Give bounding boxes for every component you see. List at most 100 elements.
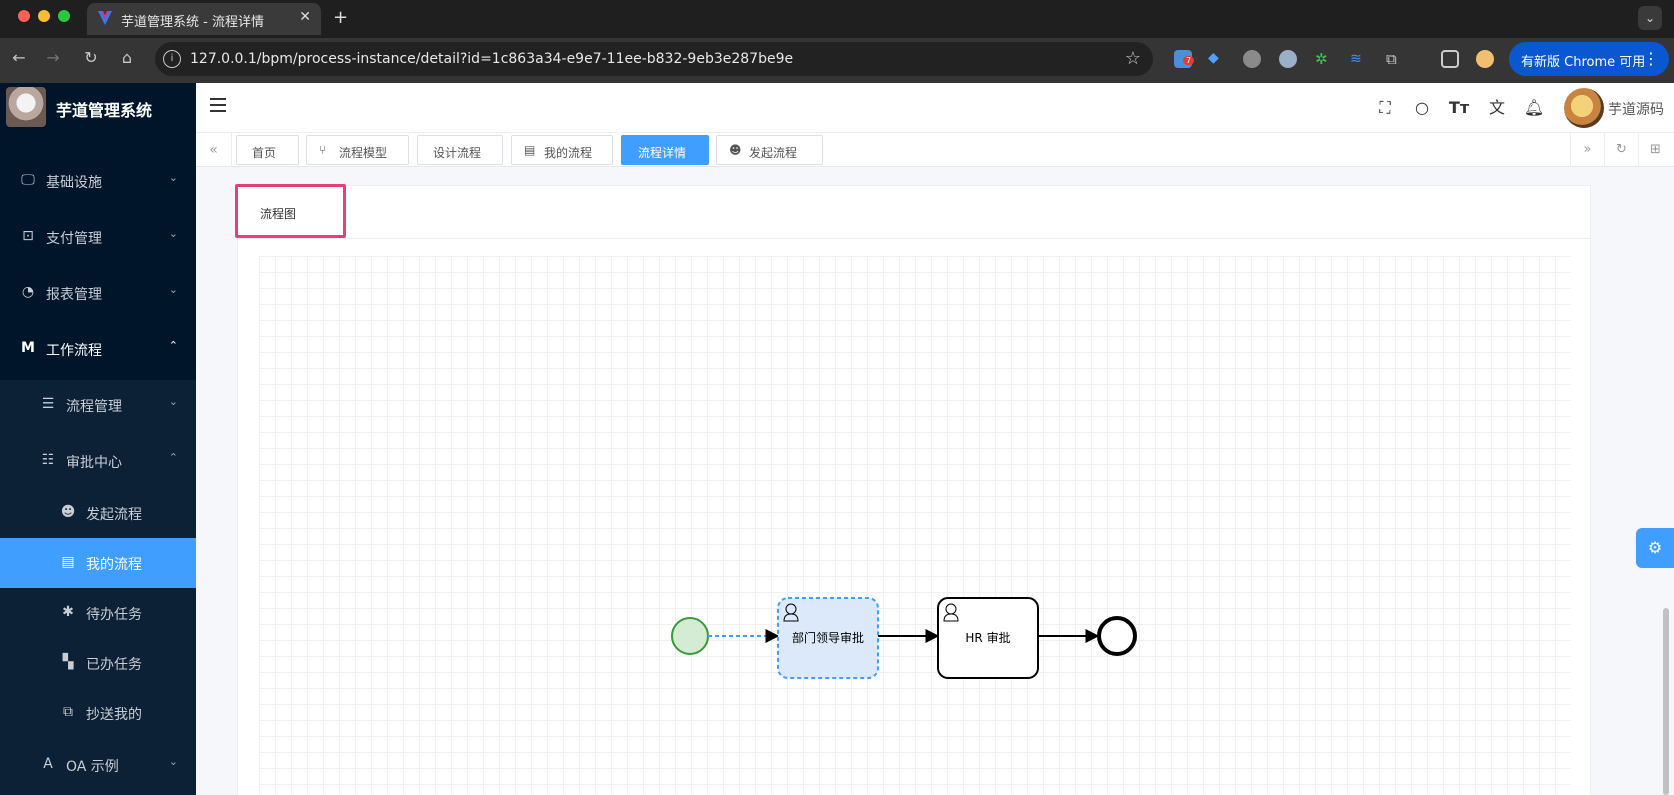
gear-extension-icon[interactable]: ✲ xyxy=(1315,50,1328,68)
user-task-icon xyxy=(783,603,799,622)
user-task-dept-leader[interactable] xyxy=(777,597,879,679)
layers-extension-icon[interactable]: ≋ xyxy=(1350,51,1362,67)
chevron-down-icon: ⌄ xyxy=(168,755,178,768)
copy-icon: ⧉ xyxy=(63,704,73,720)
sidebar: 芋道管理系统 🖵 基础设施 ⌄ ⊡ 支付管理 ⌄ ◔ 报表管理 ⌄ M 工作流程… xyxy=(0,83,196,795)
menu-item-todo[interactable]: ✱ 待办任务 xyxy=(0,588,196,638)
user-task-hr[interactable] xyxy=(937,597,1039,679)
pie-chart-icon: ◔ xyxy=(21,284,35,300)
chevron-down-icon: ⌄ xyxy=(168,283,178,296)
font-size-icon[interactable]: Tт xyxy=(1448,98,1470,117)
checker-icon: ▚ xyxy=(62,654,74,670)
smile-icon: ☻ xyxy=(60,504,76,520)
side-panel-icon[interactable] xyxy=(1441,50,1459,68)
start-event[interactable] xyxy=(671,617,709,655)
reload-icon[interactable]: ↻ xyxy=(84,48,98,67)
menu-item-report[interactable]: ◔ 报表管理 ⌄ xyxy=(0,267,196,319)
home-icon[interactable]: ⌂ xyxy=(121,48,133,67)
menu-label: 支付管理 xyxy=(46,231,102,247)
avatar[interactable] xyxy=(1564,88,1604,128)
highlight-annotation-box xyxy=(235,184,346,238)
menu-item-done[interactable]: ▚ 已办任务 xyxy=(0,638,196,688)
menu-item-approval-center[interactable]: ☷ 审批中心 ⌃ xyxy=(0,435,196,487)
menu-item-cc[interactable]: ⧉ 抄送我的 xyxy=(0,688,196,738)
user-name[interactable]: 芋道源码 xyxy=(1608,102,1664,118)
card-header: 流程图 xyxy=(238,186,1590,239)
tag-process-detail[interactable]: 流程详情 xyxy=(621,135,709,165)
grid-menu-icon[interactable]: ⊞ xyxy=(1638,133,1672,167)
process-diagram-card: 流程图 部门领导审批 xyxy=(237,185,1591,795)
profile-avatar-icon[interactable] xyxy=(1476,50,1494,68)
chevron-up-icon: ⌃ xyxy=(168,451,178,464)
model-icon: ⑂ xyxy=(319,143,327,157)
menu-label: 工作流程 xyxy=(46,343,102,359)
menu-label: 已办任务 xyxy=(86,657,142,673)
menu-label: 待办任务 xyxy=(86,607,142,623)
maximize-window-button[interactable] xyxy=(58,10,70,22)
scroll-right-icon[interactable]: » xyxy=(1570,133,1604,167)
forward-icon[interactable]: → xyxy=(46,48,60,67)
tag-start-process[interactable]: ☻ 发起流程 xyxy=(716,135,823,165)
tag-home[interactable]: 首页 xyxy=(236,135,299,165)
menu-item-pay[interactable]: ⊡ 支付管理 ⌄ xyxy=(0,211,196,263)
app-logo xyxy=(6,87,46,127)
bpmn-canvas[interactable]: 部门领导审批 HR 审批 xyxy=(259,256,1571,795)
puzzle-icon[interactable]: ⧉ xyxy=(1386,50,1397,68)
circle-extension-icon[interactable] xyxy=(1279,50,1297,68)
tag-process-model[interactable]: ⑂ 流程模型 xyxy=(306,135,409,165)
bell-icon[interactable]: 🔔︎ xyxy=(1523,98,1545,117)
vue-logo-icon xyxy=(98,11,112,25)
extension-badge: 7 xyxy=(1183,56,1195,65)
chrome-update-button[interactable]: 有新版 Chrome 可用 ⋮ xyxy=(1509,42,1669,76)
tag-label: 流程模型 xyxy=(339,146,388,160)
address-url[interactable]: 127.0.0.1/bpm/process-instance/detail?id… xyxy=(190,51,794,67)
browser-tab[interactable]: 芋道管理系统 - 流程详情 ✕ xyxy=(87,3,321,35)
menu-item-infra[interactable]: 🖵 基础设施 ⌄ xyxy=(0,155,196,207)
task-label-hr: HR 审批 xyxy=(965,630,1010,645)
tag-design-process[interactable]: 设计流程 xyxy=(417,135,503,165)
book-icon: ▤ xyxy=(524,143,536,157)
scrollbar[interactable] xyxy=(1663,608,1669,795)
tab-search-icon[interactable]: ⌄ xyxy=(1638,6,1662,30)
tag-label: 设计流程 xyxy=(433,146,482,160)
browser-toolbar: ← → ↻ ⌂ i 127.0.0.1/bpm/process-instance… xyxy=(0,38,1674,83)
list-icon: ☰ xyxy=(41,396,55,412)
fullscreen-icon[interactable]: ⛶ xyxy=(1379,98,1391,117)
bookmark-star-icon[interactable]: ☆ xyxy=(1124,48,1141,69)
search-icon[interactable]: ○ xyxy=(1415,98,1429,117)
translate-icon[interactable]: 文 xyxy=(1488,98,1505,117)
menu-label: OA 示例 xyxy=(66,759,119,775)
new-tab-icon[interactable]: + xyxy=(333,7,349,28)
back-icon[interactable]: ← xyxy=(12,48,26,67)
browser-tab-bar: 芋道管理系统 - 流程详情 ✕ + ⌄ xyxy=(0,0,1674,38)
pay-icon: ⊡ xyxy=(22,228,34,244)
tag-my-process[interactable]: ▤ 我的流程 xyxy=(511,135,613,165)
ghost-extension-icon[interactable] xyxy=(1243,50,1261,68)
workflow-icon: M xyxy=(21,340,35,356)
refresh-icon[interactable]: ↻ xyxy=(1604,133,1638,167)
end-event[interactable] xyxy=(1097,616,1137,656)
extension-icon[interactable]: 7 xyxy=(1174,50,1195,68)
close-tab-icon[interactable]: ✕ xyxy=(299,9,311,25)
browser-tab-title: 芋道管理系统 - 流程详情 xyxy=(121,15,264,30)
scroll-left-icon[interactable]: « xyxy=(196,133,232,167)
close-window-button[interactable] xyxy=(18,10,30,22)
more-menu-icon[interactable]: ⋮ xyxy=(1643,49,1659,68)
minimize-window-button[interactable] xyxy=(38,10,50,22)
menu-item-start-process[interactable]: ☻ 发起流程 xyxy=(0,488,196,538)
menu-item-workflow[interactable]: M 工作流程 ⌃ xyxy=(0,323,196,375)
menu-item-oa[interactable]: A OA 示例 ⌄ xyxy=(0,739,196,791)
server-icon: ☷ xyxy=(41,452,55,468)
settings-gear-icon[interactable]: ⚙ xyxy=(1636,528,1674,568)
address-bar[interactable]: i 127.0.0.1/bpm/process-instance/detail?… xyxy=(155,42,1153,76)
site-info-icon[interactable]: i xyxy=(163,50,181,68)
tag-label: 发起流程 xyxy=(749,146,798,160)
menu-item-my-process[interactable]: ▤ 我的流程 xyxy=(0,538,196,588)
menu-label: 审批中心 xyxy=(66,455,122,471)
tags-view: « 首页 ⑂ 流程模型 设计流程 ▤ 我的流程 流程详情 ☻ 发起流程 » ↻ … xyxy=(196,133,1674,167)
tag-label: 流程详情 xyxy=(638,146,687,160)
menu-item-process-manage[interactable]: ☰ 流程管理 ⌄ xyxy=(0,379,196,431)
collapse-menu-icon[interactable] xyxy=(210,98,226,112)
menu-label: 基础设施 xyxy=(46,175,102,191)
diamond-extension-icon[interactable]: ◆ xyxy=(1208,50,1219,66)
